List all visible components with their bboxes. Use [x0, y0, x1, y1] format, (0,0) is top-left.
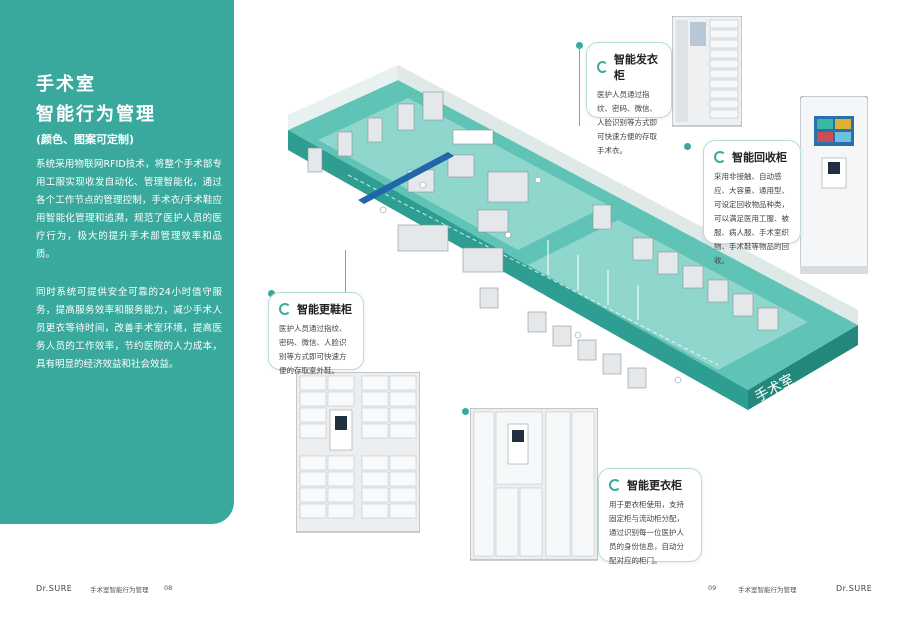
person [504, 231, 512, 239]
card-body: 医护人员通过指纹、密码、微信、人脸识别等方式即可快速方便的存取手术衣。 [597, 90, 657, 155]
cabinet [602, 353, 622, 375]
cabinet [307, 147, 323, 173]
cabinet [757, 307, 779, 331]
shoe-cabinet-image [296, 372, 420, 533]
person [574, 331, 582, 339]
page-title: 手术室 [36, 74, 96, 95]
footer-page-left: 08 [164, 584, 173, 592]
cabinet [577, 339, 597, 361]
room-back-wall-right [398, 65, 858, 325]
cabinet [397, 103, 415, 131]
footer-logo-left: Dr.SURE [36, 584, 73, 593]
zone-lower [528, 220, 808, 370]
connector-dot [576, 42, 583, 49]
card-body: 医护人员通过指纹、密码、微信、人脸识别等方式即可快速方便的存取室外鞋。 [279, 324, 347, 375]
person [674, 376, 682, 384]
refresh-icon [279, 303, 291, 315]
connector-dot [268, 290, 275, 297]
refresh-icon [714, 151, 726, 163]
person [379, 206, 387, 214]
cabinet [477, 209, 509, 233]
issue-cabinet-image [672, 16, 742, 127]
room-back-wall [288, 65, 398, 130]
operating-room-illustration: 手术室 [288, 65, 858, 410]
card-recycle-cabinet: 智能回收柜 采用非接触、自动感应、大容量、通用型、可设定回收物品种类，可以满足医… [703, 140, 801, 265]
page-title-secondary: 智能行为管理 [36, 104, 156, 125]
connector-line [579, 46, 580, 126]
card-title: 智能更鞋柜 [297, 303, 352, 316]
cabinet [422, 91, 444, 121]
cabinet [732, 293, 754, 317]
cabinet [479, 287, 499, 309]
room-wall-left [288, 130, 748, 410]
cabinet [487, 171, 529, 203]
card-body: 用于更衣柜使用，支持固定柜与流动柜分配，通过识别每一位医护人员的身份信息，自动分… [609, 500, 684, 565]
person [419, 181, 427, 189]
cabinet [397, 224, 449, 252]
footer-title-left: 手术室智能行为管理 [90, 586, 149, 594]
card-body: 采用非接触、自动感应、大容量、通用型、可设定回收物品种类，可以满足医用工服、被服… [714, 172, 789, 265]
card-shoe-cabinet: 智能更鞋柜 医护人员通过指纹、密码、微信、人脸识别等方式即可快速方便的存取室外鞋… [268, 292, 364, 375]
cabinet [552, 325, 572, 347]
room-wall-right [748, 325, 858, 410]
cabinet [657, 251, 679, 275]
intro-panel: 手术室 智能行为管理 (颜色、图案可定制) 系统采用物联网RFID技术，将整个手… [0, 0, 234, 524]
cabinet [447, 154, 475, 178]
footer-title-right: 手术室智能行为管理 [738, 586, 797, 594]
reception-desk [452, 129, 494, 145]
person [534, 176, 542, 184]
card-locker-cabinet: 智能更衣柜 用于更衣柜使用，支持固定柜与流动柜分配，通过识别每一位医护人员的身份… [598, 468, 702, 565]
connector-dot [684, 143, 691, 150]
cabinet [337, 131, 353, 157]
cabinet [682, 265, 704, 289]
cabinet [367, 117, 383, 143]
cabinet [707, 279, 729, 303]
locker-cabinet-image [470, 408, 598, 561]
card-issue-cabinet: 智能发衣柜 医护人员通过指纹、密码、微信、人脸识别等方式即可快速方便的存取手术衣… [586, 42, 672, 155]
connector-dot [462, 408, 469, 415]
intro-paragraph-1: 系统采用物联网RFID技术，将整个手术部专用工服实现收发自动化、管理智能化，通过… [36, 159, 222, 260]
refresh-icon [609, 479, 621, 491]
cabinet [632, 237, 654, 261]
card-title: 智能回收柜 [732, 151, 787, 164]
cabinet [527, 311, 547, 333]
intro-paragraph-2: 同时系统可提供安全可靠的24小时值守服务，提高服务效率和服务能力，减少手术人员更… [36, 287, 222, 370]
cabinet [462, 247, 504, 273]
footer-page-right: 09 [708, 584, 717, 592]
card-title: 智能更衣柜 [627, 479, 682, 492]
conveyor-bar [358, 152, 454, 204]
page-subtitle: (颜色、图案可定制) [36, 133, 135, 146]
recycle-cabinet-image [800, 96, 868, 274]
cabinet [592, 204, 612, 230]
cabinet [627, 367, 647, 389]
footer-logo-right: Dr.SURE [836, 584, 873, 593]
refresh-icon [597, 61, 608, 73]
card-title: 智能发衣柜 [613, 53, 658, 82]
